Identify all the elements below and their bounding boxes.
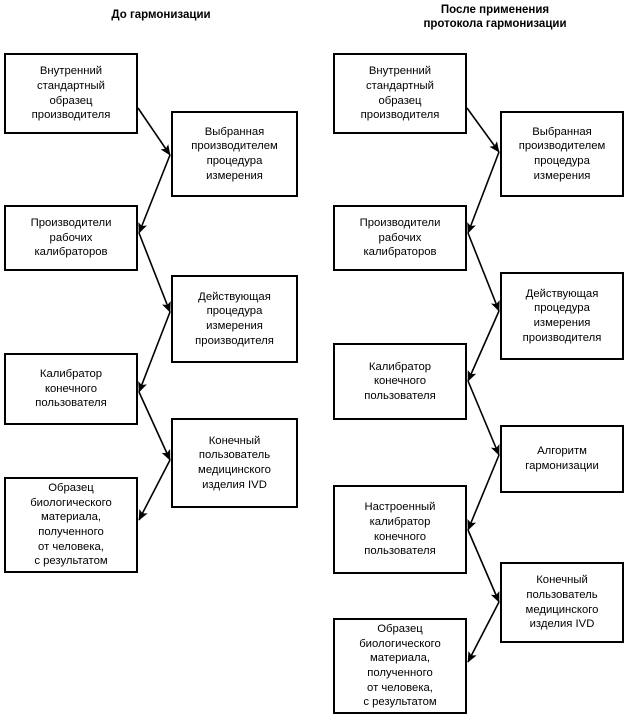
- node-biological-sample-with-result-2: Образец биологического материала, получе…: [333, 618, 467, 714]
- node-label: Внутренний стандартный образец производи…: [360, 65, 440, 122]
- node-selected-measurement-procedure-2: Выбранная производителем процедура измер…: [500, 111, 624, 197]
- node-label: Калибратор конечного пользователя: [364, 360, 436, 402]
- arrow-harmonization-algorithm-to-adjusted-end-user-calibrator: [467, 454, 500, 531]
- node-working-calibrator-manufacturers: Производители рабочих калибраторов: [4, 205, 138, 271]
- node-label: Калибратор конечного пользователя: [35, 368, 107, 410]
- node-label: Настроенный калибратор конечного пользов…: [364, 501, 436, 558]
- node-internal-standard-sample: Внутренний стандартный образец производи…: [4, 53, 138, 134]
- node-current-measurement-procedure: Действующая процедура измерения производ…: [171, 275, 298, 363]
- node-label: Образец биологического материала, получе…: [30, 482, 112, 568]
- node-working-calibrator-manufacturers-2: Производители рабочих калибраторов: [333, 205, 467, 271]
- arrow-end-user-ivd-device-to-biological-sample-with-result: [138, 459, 171, 521]
- node-label: Выбранная производителем процедура измер…: [191, 125, 278, 182]
- node-end-user-ivd-device: Конечный пользователь медицинского издел…: [171, 418, 298, 508]
- arrow-group: [137, 107, 500, 663]
- arrow-end-user-ivd-device-2-to-biological-sample-with-result-2: [467, 601, 500, 663]
- node-label: Конечный пользователь медицинского издел…: [525, 574, 599, 631]
- arrow-selected-measurement-procedure-2-to-working-calibrator-manufacturers-2: [467, 151, 500, 234]
- panel-title-before-harmonization: До гармонизации: [111, 9, 211, 21]
- arrow-internal-standard-sample-2-to-selected-measurement-procedure-2: [466, 107, 500, 153]
- node-label: Конечный пользователь медицинского издел…: [198, 434, 271, 491]
- node-biological-sample-with-result: Образец биологического материала, получе…: [4, 477, 138, 573]
- node-label: Действующая процедура измерения производ…: [522, 287, 602, 344]
- node-label: Внутренний стандартный образец производи…: [31, 65, 111, 122]
- arrow-internal-standard-sample-to-selected-measurement-procedure: [137, 107, 171, 156]
- node-harmonization-algorithm: Алгоритм гармонизации: [500, 425, 624, 493]
- arrow-end-user-calibrator-to-end-user-ivd-device: [138, 391, 171, 461]
- arrow-selected-measurement-procedure-to-working-calibrator-manufacturers: [138, 154, 171, 234]
- node-current-measurement-procedure-2: Действующая процедура измерения производ…: [500, 272, 624, 360]
- node-end-user-calibrator-2: Калибратор конечного пользователя: [333, 343, 467, 420]
- panel-title-after-harmonization: После применения протокола гармонизации: [423, 4, 567, 30]
- arrow-adjusted-end-user-calibrator-to-end-user-ivd-device-2: [467, 529, 500, 603]
- node-label: Выбранная производителем процедура измер…: [518, 125, 606, 182]
- node-label: Алгоритм гармонизации: [525, 445, 599, 472]
- arrow-working-calibrator-manufacturers-to-current-measurement-procedure: [138, 232, 171, 313]
- arrow-working-calibrator-manufacturers-2-to-current-measurement-procedure-2: [467, 232, 500, 312]
- arrow-current-measurement-procedure-2-to-end-user-calibrator-2: [467, 310, 500, 382]
- node-label: Действующая процедура измерения производ…: [195, 290, 274, 347]
- node-label: Производители рабочих калибраторов: [30, 217, 112, 259]
- node-adjusted-end-user-calibrator: Настроенный калибратор конечного пользов…: [333, 485, 467, 574]
- node-end-user-ivd-device-2: Конечный пользователь медицинского издел…: [500, 562, 624, 643]
- node-selected-measurement-procedure: Выбранная производителем процедура измер…: [171, 111, 298, 197]
- node-internal-standard-sample-2: Внутренний стандартный образец производи…: [333, 53, 467, 134]
- arrow-end-user-calibrator-2-to-harmonization-algorithm: [467, 380, 500, 456]
- node-end-user-calibrator: Калибратор конечного пользователя: [4, 353, 138, 425]
- arrow-current-measurement-procedure-to-end-user-calibrator: [138, 311, 171, 393]
- node-label: Производители рабочих калибраторов: [359, 217, 441, 259]
- node-label: Образец биологического материала, получе…: [359, 623, 441, 709]
